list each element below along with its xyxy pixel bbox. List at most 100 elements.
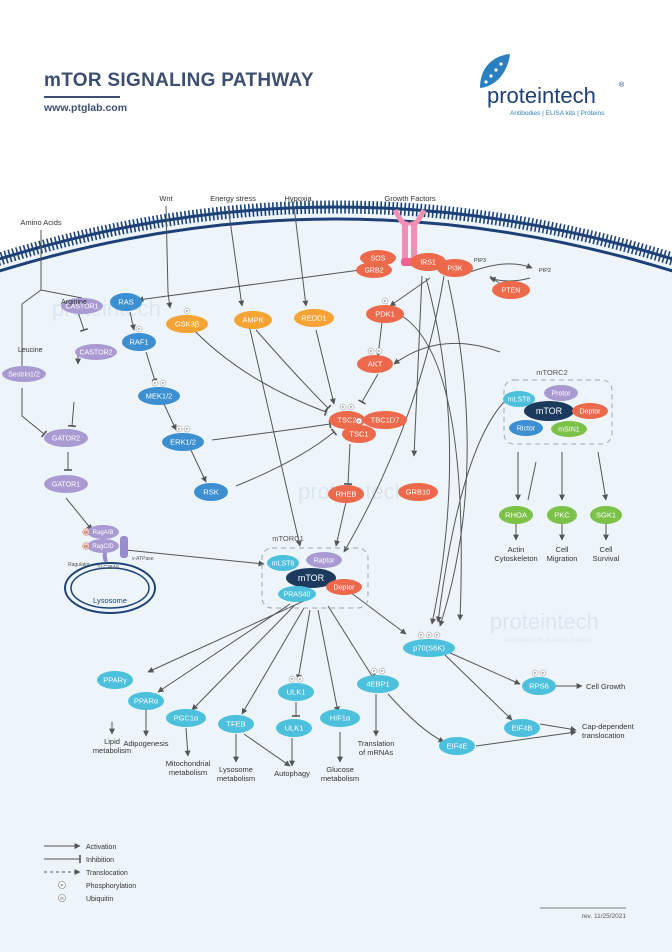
node-pkc[interactable]: PKC (547, 506, 577, 524)
node-pdk1[interactable]: PDK1 (366, 305, 404, 323)
node-sestrin12[interactable]: Sestrin1/2 (2, 366, 46, 382)
node-ppar-a[interactable]: PPARα (128, 692, 164, 710)
node-msin1[interactable]: mSIN1 (551, 421, 587, 437)
node-label: RHOA (505, 511, 527, 520)
outcome-cell-survival: Cell (600, 545, 613, 554)
node-mlst8[interactable]: mLST8 (503, 391, 535, 407)
complex-mtorc2: mTORC2 (536, 368, 568, 377)
node-shape (509, 420, 543, 436)
legend: P Ub Activation Inhibition Translocation… (44, 843, 136, 903)
stimulus-wnt: Wnt (159, 194, 173, 203)
proteintech-logo-icon (480, 54, 510, 88)
node-rhoa[interactable]: RHOA (499, 506, 533, 524)
node-tbc1d7[interactable]: TBC1D7 (363, 411, 407, 429)
node-raptor[interactable]: Raptor (306, 552, 342, 568)
phospho-label: P (162, 381, 165, 386)
node-shape (328, 485, 364, 503)
node-hif1a[interactable]: HIF1α (320, 709, 360, 727)
node-shape (166, 315, 208, 333)
phospho-label: P (358, 419, 361, 424)
node-ampk[interactable]: AMPK (234, 311, 272, 329)
legend-activation: Activation (86, 844, 116, 851)
node-pgc1a[interactable]: PGC1α (166, 709, 206, 727)
node-sgk1[interactable]: SGK1 (590, 506, 622, 524)
node-label: PKC (554, 511, 570, 520)
node-ragab[interactable]: RagA/B (87, 525, 119, 539)
node-mlst8[interactable]: mLST8 (267, 555, 299, 571)
node-label: PGC1α (174, 714, 199, 723)
node-akt[interactable]: AKT (357, 355, 393, 373)
node-tsc2[interactable]: TSC2 (329, 411, 365, 429)
node-shape (551, 421, 587, 437)
node-ebp1[interactable]: 4EBP1 (357, 675, 399, 693)
outcome-lysosome-metabolism: Lysosome (219, 765, 253, 774)
outcome-cap-dependent: Cap-dependent (582, 722, 635, 731)
node-rsk[interactable]: RSK (194, 483, 228, 501)
site-url[interactable]: www.ptglab.com (44, 102, 128, 114)
phospho-label: P (420, 633, 423, 638)
node-mek12[interactable]: MEK1/2 (138, 387, 180, 405)
stimulus-amino-acids: Amino Acids (20, 218, 62, 227)
node-shape (87, 539, 119, 553)
node-label: RAF1 (129, 338, 148, 347)
node-ulk1[interactable]: ULK1 (276, 719, 312, 737)
node-raf1[interactable]: RAF1 (122, 333, 156, 351)
node-shape (524, 401, 574, 421)
stimulus-energy-stress: Energy stress (210, 194, 256, 203)
node-pten[interactable]: PTEN (492, 281, 530, 299)
node-rictor[interactable]: Rictor (509, 420, 543, 436)
phospho-label: P (428, 633, 431, 638)
node-rps6[interactable]: RPS6 (522, 677, 556, 695)
node-ragcd[interactable]: RagC/D (87, 539, 119, 553)
node-mtor[interactable]: mTOR (286, 568, 336, 588)
phospho-icon (381, 297, 389, 305)
node-protor[interactable]: Protor (544, 385, 578, 401)
node-shape (61, 298, 103, 314)
node-shape (360, 250, 396, 266)
node-label: Deptor (579, 408, 601, 415)
node-label: RPS6 (529, 682, 549, 691)
node-grb2[interactable]: GRB2 (356, 262, 392, 278)
phospho-label: P (291, 677, 294, 682)
node-deptor[interactable]: Deptor (326, 579, 362, 595)
node-rheb[interactable]: RHEB (328, 485, 364, 503)
node-shape (398, 483, 438, 501)
node-label: Rictor (517, 425, 536, 432)
node-ulk1[interactable]: ULK1 (278, 683, 314, 701)
node-mtor[interactable]: mTOR (524, 401, 574, 421)
node-irs1[interactable]: IRS1 (410, 253, 446, 271)
phospho-icon (425, 631, 433, 639)
node-shape (329, 411, 365, 429)
stimulus-leucine: Leucine (18, 347, 43, 354)
node-label: RAS (118, 298, 133, 307)
node-gsk3b[interactable]: GSK3β (166, 315, 208, 333)
outcome-lysosome-metabolism: metabolism (217, 774, 255, 783)
phospho-label: P (350, 405, 353, 410)
node-gator2[interactable]: GATOR2 (44, 429, 88, 447)
node-deptor[interactable]: Deptor (572, 403, 608, 419)
phospho-icon (339, 403, 347, 411)
outcome-mitochondrial-metabolism: Mitochondrial (166, 759, 211, 768)
node-gator1[interactable]: GATOR1 (44, 475, 88, 493)
node-pras40[interactable]: PRAS40 (278, 586, 316, 602)
node-shape (110, 293, 142, 311)
node-erk12[interactable]: ERK1/2 (162, 433, 204, 451)
node-grb10[interactable]: GRB10 (398, 483, 438, 501)
node-label: CASTOR2 (80, 349, 113, 356)
node-redd1[interactable]: REDD1 (294, 309, 334, 327)
node-label: EIF4B (512, 724, 533, 733)
node-castor1[interactable]: CASTOR1 (61, 298, 103, 314)
node-castor2[interactable]: CASTOR2 (75, 344, 117, 360)
node-tsc1[interactable]: TSC1 (342, 425, 376, 443)
node-ras[interactable]: RAS (110, 293, 142, 311)
node-p70s6k[interactable]: p70(S6K) (403, 639, 455, 657)
node-tfeb[interactable]: TFEB (218, 715, 254, 733)
node-pi3k[interactable]: PI3K (437, 259, 473, 277)
phospho-icon (355, 417, 363, 425)
node-eif4e[interactable]: EIF4E (439, 737, 475, 755)
node-eif4b[interactable]: EIF4B (504, 719, 540, 737)
phospho-icon (175, 425, 183, 433)
node-ppar-g[interactable]: PPARγ (97, 671, 133, 689)
node-sos[interactable]: SOS (360, 250, 396, 266)
